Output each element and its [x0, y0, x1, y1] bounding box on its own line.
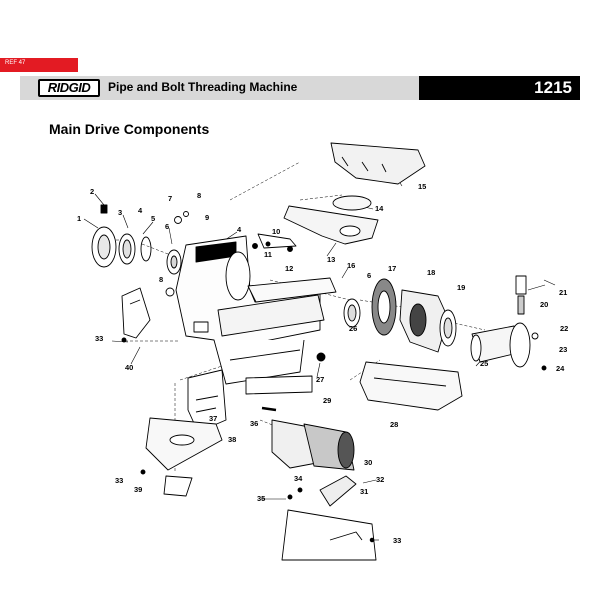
callout-32: 32 [376, 475, 384, 484]
callout-27: 27 [316, 375, 324, 384]
callout-4: 4 [138, 206, 143, 215]
callout-28: 28 [390, 420, 398, 429]
callout-6b: 6 [367, 271, 371, 280]
callout-14: 14 [375, 204, 384, 213]
brand-logo: RIDGID [38, 79, 100, 97]
callout-7: 7 [168, 194, 172, 203]
callout-35: 35 [257, 494, 265, 503]
callout-33a: 33 [95, 334, 103, 343]
callout-3: 3 [118, 208, 122, 217]
callout-15: 15 [418, 182, 426, 191]
callout-34: 34 [294, 474, 303, 483]
callout-12: 12 [285, 264, 293, 273]
callout-21: 21 [559, 288, 567, 297]
model-number: 1215 [534, 78, 572, 97]
callout-23: 23 [559, 345, 567, 354]
reference-tag: REF 47 [0, 58, 78, 72]
callout-6: 6 [165, 222, 169, 231]
callout-8b: 8 [159, 275, 163, 284]
callout-22: 22 [560, 324, 568, 333]
callout-11: 11 [264, 250, 272, 259]
callout-36: 36 [250, 419, 258, 428]
callout-38: 38 [228, 435, 236, 444]
header-model-block [419, 76, 580, 100]
callout-2: 2 [90, 187, 94, 196]
callout-labels: 1 2 3 4 5 6 7 8 9 4 10 11 12 13 14 15 16… [77, 182, 568, 545]
callout-17: 17 [388, 264, 396, 273]
callout-20: 20 [540, 300, 548, 309]
callout-5: 5 [151, 214, 155, 223]
callout-26: 26 [349, 324, 357, 333]
callout-37: 37 [209, 414, 217, 423]
callout-29: 29 [323, 396, 331, 405]
callout-1: 1 [77, 214, 81, 223]
parts [91, 142, 547, 561]
callout-33c: 33 [393, 536, 401, 545]
brand-logo-text: RIDGID [47, 80, 91, 95]
callout-4b: 4 [237, 225, 242, 234]
callout-40: 40 [125, 363, 133, 372]
callout-8: 8 [197, 191, 201, 200]
callout-13: 13 [327, 255, 335, 264]
callout-33b: 33 [115, 476, 123, 485]
machine-title: Pipe and Bolt Threading Machine [108, 80, 298, 94]
callout-16: 16 [347, 261, 355, 270]
callout-25: 25 [480, 359, 488, 368]
section-title: Main Drive Components [49, 121, 210, 137]
callout-30: 30 [364, 458, 372, 467]
reference-tag-text: REF 47 [5, 60, 26, 66]
callout-19: 19 [457, 283, 465, 292]
callout-31: 31 [360, 487, 368, 496]
callout-18: 18 [427, 268, 435, 277]
callout-9: 9 [205, 213, 209, 222]
callout-24: 24 [556, 364, 565, 373]
callout-39: 39 [134, 485, 142, 494]
callout-10: 10 [272, 227, 280, 236]
